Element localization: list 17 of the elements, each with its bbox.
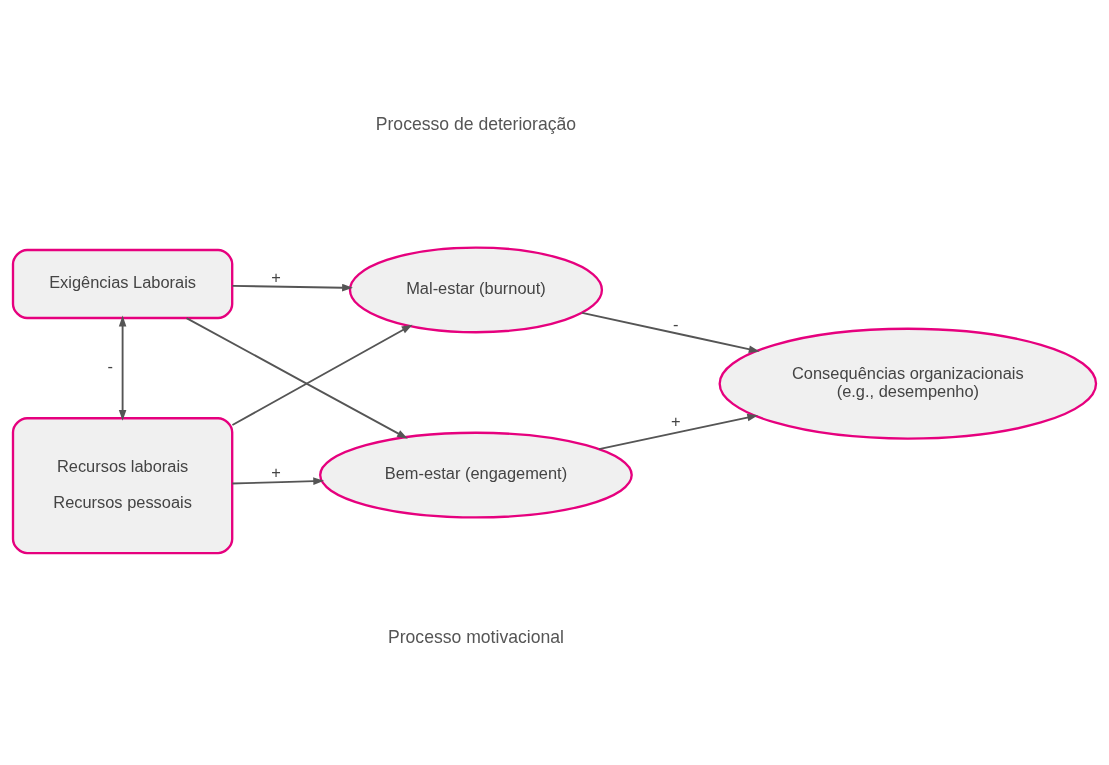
- edge-label: +: [271, 462, 281, 481]
- edge-label: -: [107, 357, 114, 376]
- arrow: [231, 283, 353, 292]
- label: Processo motivacional: [388, 627, 564, 648]
- arrow: [231, 324, 413, 426]
- arrow: [231, 477, 325, 485]
- edge-label: -: [672, 314, 679, 333]
- label: Processo de deterioração: [375, 113, 577, 134]
- edge-label: +: [670, 412, 681, 431]
- edge-label: +: [271, 268, 281, 287]
- arrow: [598, 413, 759, 451]
- node-ellipse: Consequências organizacionais (e.g., desempenho): [718, 327, 1098, 440]
- node-box: Exigências Laborais: [11, 248, 234, 320]
- arrow: [118, 315, 127, 421]
- node-box: Recursos laborais Recursos pessoais: [11, 417, 234, 555]
- arrow: [581, 311, 760, 353]
- arrow: [185, 317, 408, 439]
